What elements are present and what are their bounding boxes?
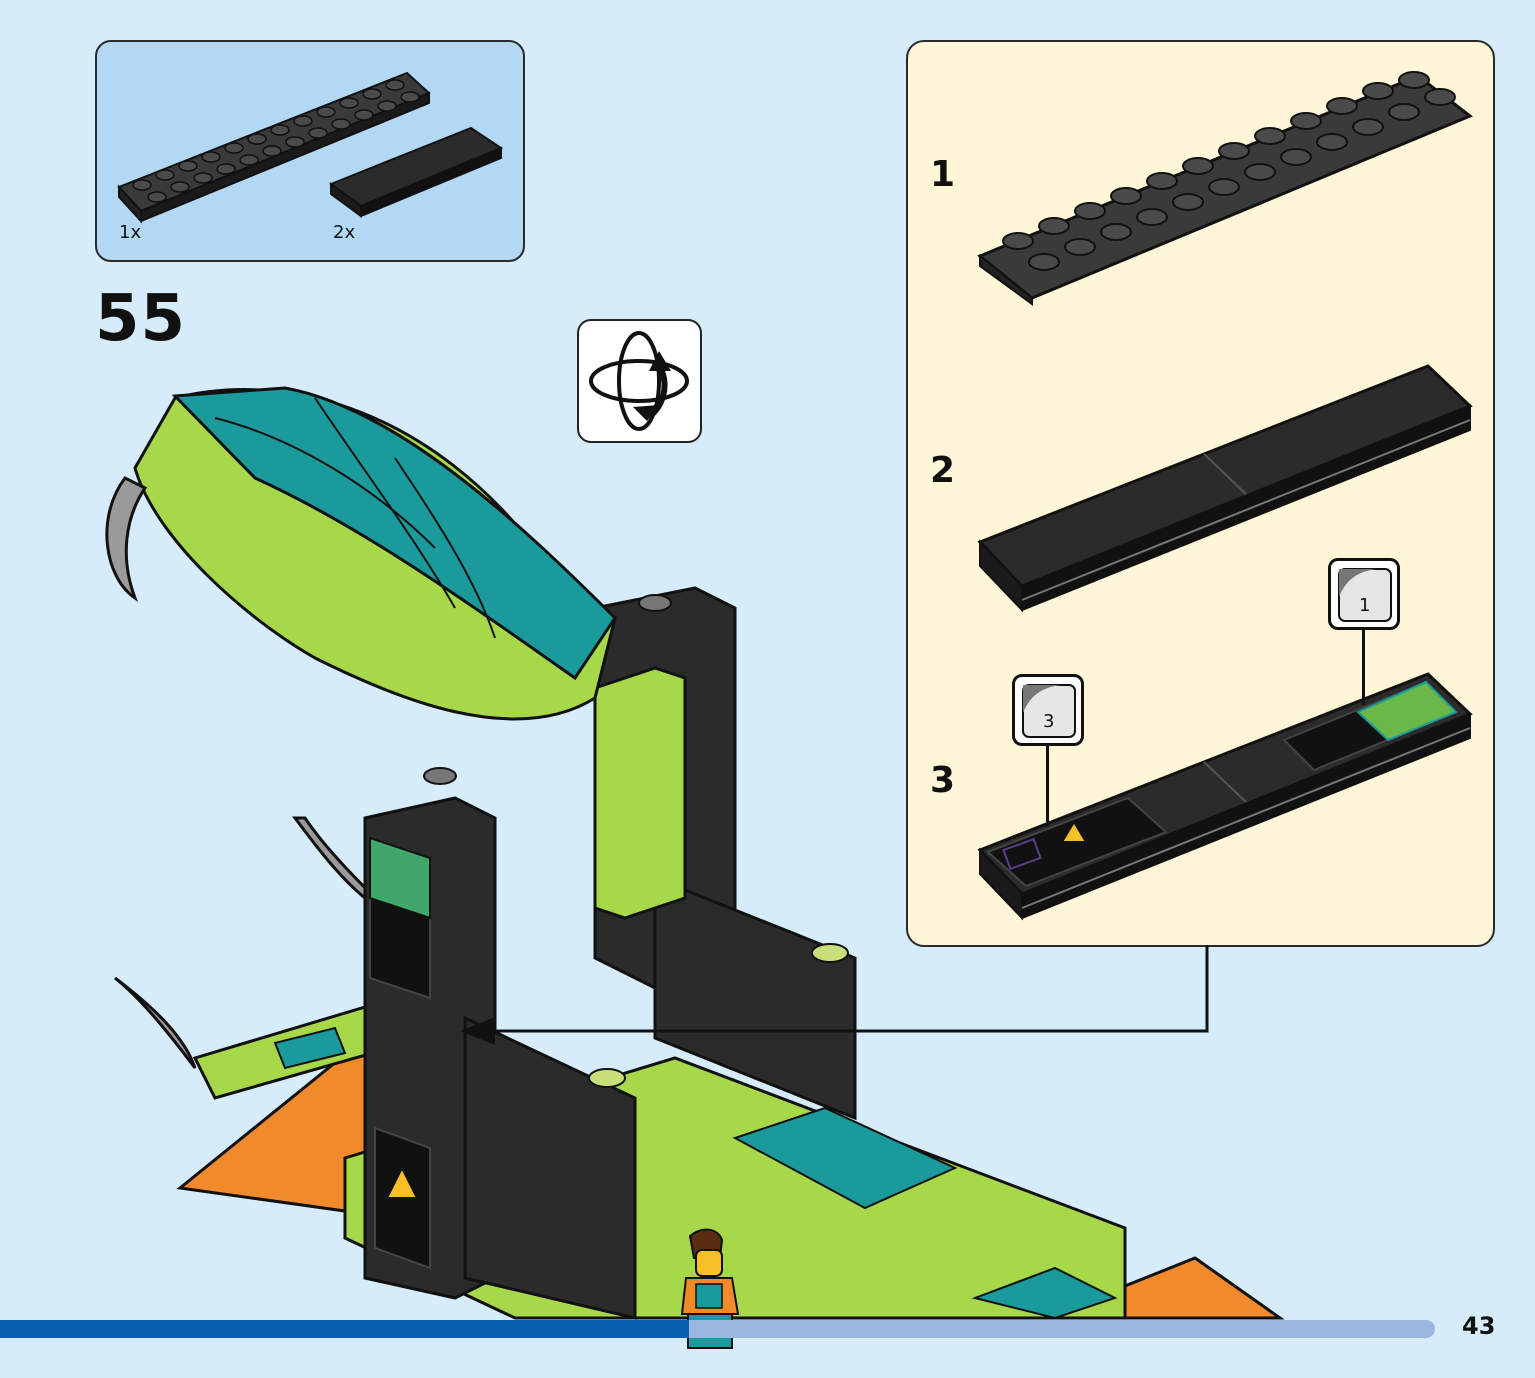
model-illustration bbox=[105, 386, 1285, 1320]
substep-number-2: 2 bbox=[930, 450, 956, 491]
sticker-callout-1: 1 bbox=[1328, 558, 1400, 630]
part-qty-1: 1x bbox=[119, 222, 142, 243]
substep-number-3: 3 bbox=[930, 760, 956, 801]
minifigure bbox=[680, 1228, 740, 1349]
sticker-icon bbox=[1022, 684, 1076, 738]
sticker-1-leader-line bbox=[1362, 630, 1365, 705]
parts-callout: 1x 2x bbox=[95, 40, 525, 262]
progress-bar-fill bbox=[0, 1320, 689, 1338]
sticker-icon bbox=[1338, 568, 1392, 622]
rotate-model-icon bbox=[577, 319, 702, 443]
substep-1-plate-image bbox=[977, 71, 1473, 306]
substep-3-stickered-tiles-image bbox=[977, 672, 1473, 921]
sticker-callout-3: 3 bbox=[1012, 674, 1084, 746]
page-number: 43 bbox=[1462, 1312, 1496, 1340]
step-number: 55 bbox=[95, 282, 187, 356]
substep-number-1: 1 bbox=[930, 154, 956, 195]
substep-2-tiles-image bbox=[977, 364, 1473, 613]
sticker-number-1: 1 bbox=[1359, 595, 1371, 616]
progress-bar bbox=[0, 1320, 1435, 1338]
part-tile-2x6-image bbox=[328, 126, 504, 218]
placement-arrow bbox=[460, 945, 1209, 1045]
part-qty-2: 2x bbox=[333, 222, 356, 243]
part-plate-2x12-image bbox=[117, 71, 431, 224]
subassembly-callout: 1 2 3 bbox=[906, 40, 1495, 947]
sticker-3-leader-line bbox=[1046, 746, 1049, 826]
sticker-number-3: 3 bbox=[1043, 711, 1055, 732]
